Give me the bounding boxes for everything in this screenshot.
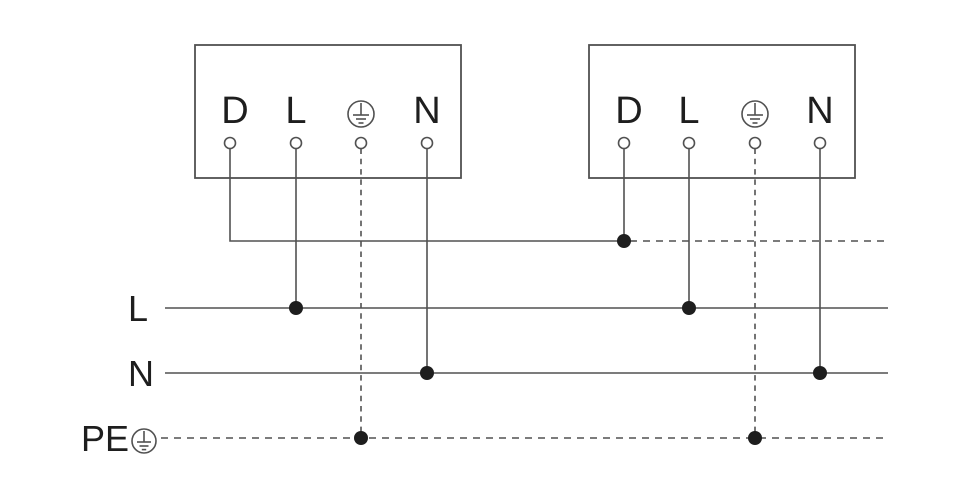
- wires: [229, 148, 888, 438]
- device-1-earth-junction-dot: [354, 431, 368, 445]
- device-2: D L N: [588, 44, 856, 179]
- device-1-terminal-l-label: L: [285, 90, 306, 132]
- device-1-terminal-l-point: [289, 136, 303, 150]
- device-2-earth-junction-dot: [748, 431, 762, 445]
- neutral-bus-label: N: [128, 353, 154, 394]
- device-2-terminal-d-point: [617, 136, 631, 150]
- device-1-d-link-wire: [229, 148, 624, 242]
- device-1-terminal-n-point: [420, 136, 434, 150]
- device-2-terminal-n-label: N: [806, 90, 833, 132]
- device-1-terminal-earth-point: [354, 136, 368, 150]
- device-2-terminal-n-point: [813, 136, 827, 150]
- device-1: D L N: [194, 44, 462, 179]
- device-1-terminal-d-point: [223, 136, 237, 150]
- device-2-terminal-d-label: D: [615, 90, 642, 132]
- device-1-l-junction-dot: [289, 301, 303, 315]
- bus-lines: L N PE: [81, 288, 888, 459]
- earth-bus-label: PE: [81, 418, 129, 459]
- protective-earth-icon: [741, 100, 769, 128]
- protective-earth-icon: [131, 428, 157, 454]
- device-1-terminal-d-label: D: [221, 90, 248, 132]
- junction-dots: [289, 234, 827, 445]
- live-bus-label: L: [128, 288, 148, 329]
- protective-earth-icon: [347, 100, 375, 128]
- device-1-n-junction-dot: [420, 366, 434, 380]
- d-link-junction-dot: [617, 234, 631, 248]
- device-2-l-junction-dot: [682, 301, 696, 315]
- device-2-terminal-l-point: [682, 136, 696, 150]
- device-1-terminal-n-label: N: [413, 90, 440, 132]
- device-2-outline: [588, 44, 856, 179]
- device-2-n-junction-dot: [813, 366, 827, 380]
- device-2-terminal-l-label: L: [678, 90, 699, 132]
- device-1-outline: [194, 44, 462, 179]
- device-2-terminal-earth-point: [748, 136, 762, 150]
